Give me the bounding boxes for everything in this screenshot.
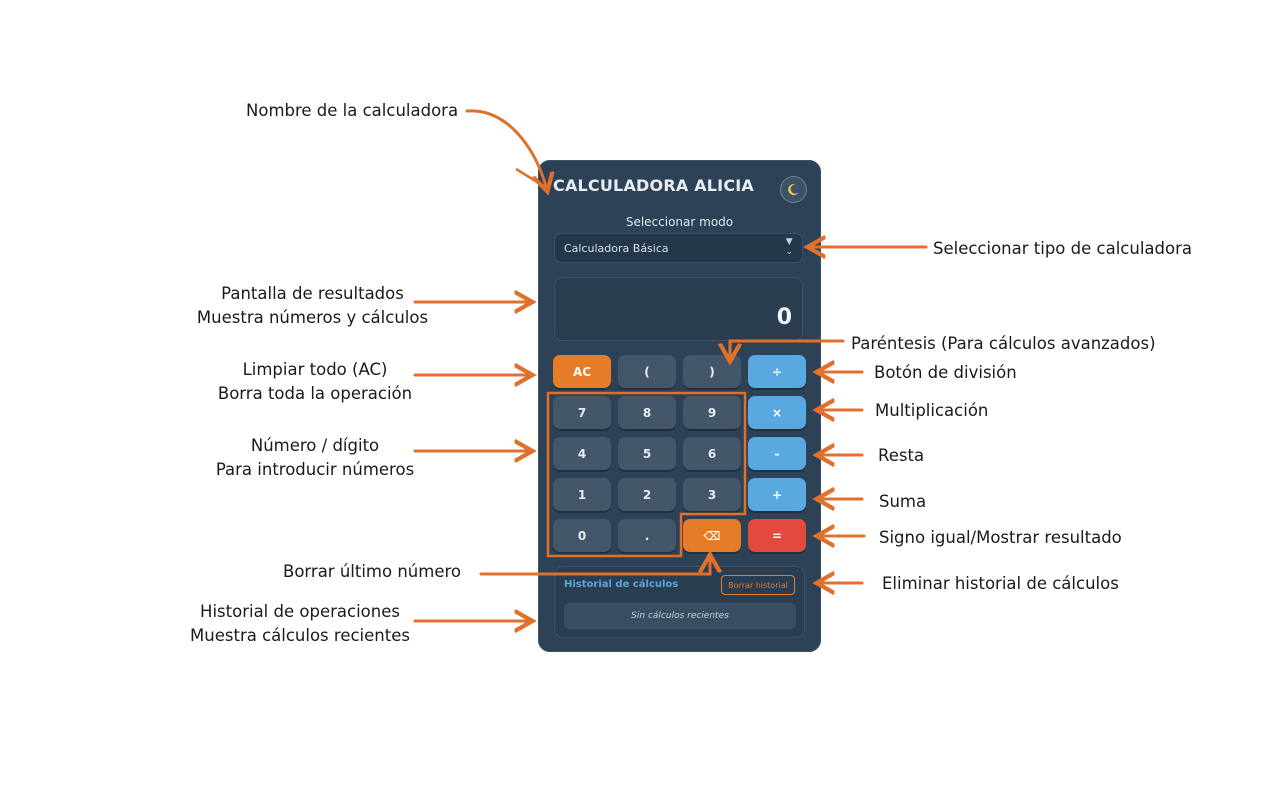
history-panel: Historial de cálculos Borrar historial S… (554, 566, 805, 638)
display-value: 0 (776, 305, 792, 330)
digit-7-button[interactable]: 7 (553, 396, 611, 429)
annotation-mode: Seleccionar tipo de calculadora (933, 239, 1192, 258)
moon-icon (788, 183, 799, 196)
annotation-history-line2: Muestra cálculos recientes (190, 626, 410, 645)
digit-9-button[interactable]: 9 (683, 396, 741, 429)
annotation-digit-line1: Número / dígito (250, 436, 380, 455)
annotation-digit: Número / dígito Para introducir números (200, 434, 430, 482)
annotation-display: Pantalla de resultados Muestra números y… (190, 282, 435, 330)
add-button[interactable]: + (748, 478, 806, 511)
close-paren-button[interactable]: ) (683, 355, 741, 388)
history-title: Historial de cálculos (564, 579, 679, 590)
annotation-subtract: Resta (878, 446, 925, 465)
mode-select[interactable]: Calculadora Básica ▼⌄ (554, 233, 803, 263)
annotation-history: Historial de operaciones Muestra cálculo… (185, 600, 415, 648)
digit-4-button[interactable]: 4 (553, 437, 611, 470)
digit-3-button[interactable]: 3 (683, 478, 741, 511)
annotation-multiply: Multiplicación (875, 401, 989, 420)
annotation-digit-line2: Para introducir números (215, 460, 415, 479)
digit-1-button[interactable]: 1 (553, 478, 611, 511)
digit-0-button[interactable]: 0 (553, 519, 611, 552)
calculator-title: CALCULADORA ALICIA (553, 176, 754, 195)
annotation-name: Nombre de la calculadora (246, 101, 459, 120)
result-display: 0 (554, 277, 803, 341)
annotation-add: Suma (879, 492, 927, 511)
subtract-button[interactable]: - (748, 437, 806, 470)
annotation-clear-history: Eliminar historial de cálculos (882, 574, 1119, 593)
open-paren-button[interactable]: ( (618, 355, 676, 388)
annotation-ac-line1: Limpiar todo (AC) (242, 360, 388, 379)
calculator-panel: CALCULADORA ALICIA Seleccionar modo Calc… (538, 160, 821, 652)
digit-8-button[interactable]: 8 (618, 396, 676, 429)
arrow-name (465, 109, 547, 190)
clear-all-button[interactable]: AC (553, 355, 611, 388)
theme-toggle-button[interactable] (780, 176, 807, 203)
backspace-button[interactable]: ⌫ (683, 519, 741, 552)
annotation-equals: Signo igual/Mostrar resultado (879, 528, 1122, 547)
decimal-button[interactable]: . (618, 519, 676, 552)
annotation-display-line1: Pantalla de resultados (221, 284, 404, 303)
digit-5-button[interactable]: 5 (618, 437, 676, 470)
annotation-ac: Limpiar todo (AC) Borra toda la operació… (200, 358, 430, 406)
mode-label: Seleccionar modo (625, 215, 734, 229)
annotation-division: Botón de división (874, 363, 1017, 382)
digit-2-button[interactable]: 2 (618, 478, 676, 511)
annotation-history-line1: Historial de operaciones (200, 602, 400, 621)
chevron-down-icon: ▼⌄ (785, 237, 793, 257)
equals-button[interactable]: = (748, 519, 806, 552)
multiply-button[interactable]: × (748, 396, 806, 429)
mode-select-value: Calculadora Básica (564, 242, 669, 255)
annotation-parens: Paréntesis (Para cálculos avanzados) (851, 334, 1156, 353)
annotation-backspace: Borrar último número (283, 562, 461, 581)
divide-button[interactable]: ÷ (748, 355, 806, 388)
clear-history-button[interactable]: Borrar historial (721, 575, 795, 595)
digit-6-button[interactable]: 6 (683, 437, 741, 470)
annotation-ac-line2: Borra toda la operación (217, 384, 413, 403)
history-empty-message: Sin cálculos recientes (564, 603, 796, 629)
annotation-display-line2: Muestra números y cálculos (196, 308, 429, 327)
